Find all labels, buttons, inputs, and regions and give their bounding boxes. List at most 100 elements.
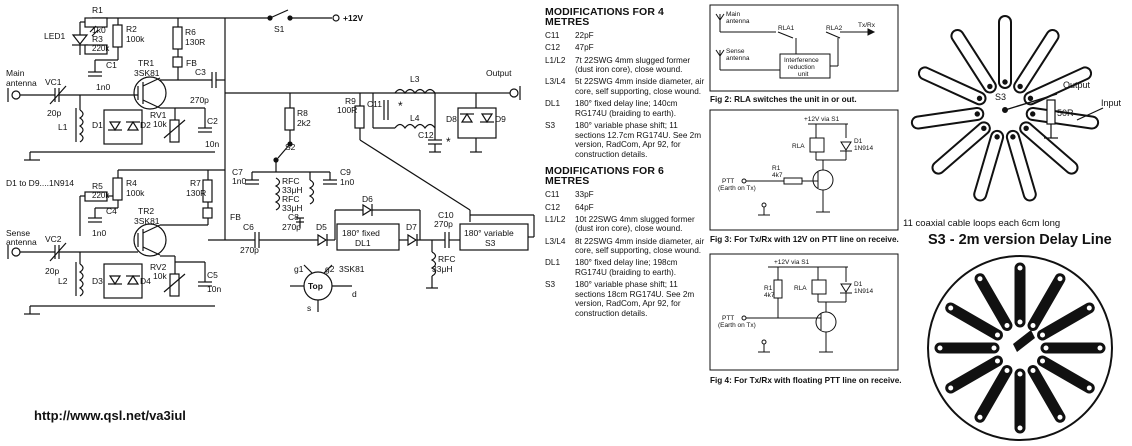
disc-hole [1004, 322, 1010, 328]
label-vc1v: 20p [47, 108, 61, 118]
label-l1: L1 [58, 122, 68, 132]
fig4-d1: D1 [854, 281, 863, 288]
label-vc2v: 20p [45, 266, 59, 276]
fig4-r1: R1 [764, 285, 773, 292]
fig4-supply: +12V via S1 [774, 259, 810, 266]
label-l3: L3 [410, 74, 420, 84]
coax-loop-tap [1010, 134, 1016, 140]
label-rv2: RV2 [150, 262, 167, 272]
label-c12: C12 [418, 130, 434, 140]
label-c6: C6 [243, 222, 254, 232]
label-l4: L4 [410, 113, 420, 123]
label-c7: C7 [232, 167, 243, 177]
label-r2v: 100k [126, 34, 145, 44]
label-s1: S1 [274, 24, 285, 34]
label-rv2v: 10k [153, 271, 167, 281]
dl1-box [336, 223, 400, 251]
disc-segment [1037, 302, 1095, 341]
coax-loop-tap [994, 134, 1000, 140]
delay-line-title: S3 - 2m version Delay Line [928, 232, 1112, 248]
label-rfc1v: 33μH [282, 185, 303, 195]
fig2-main2: antenna [726, 18, 750, 25]
disc-hole [948, 305, 954, 311]
label-d3: D3 [92, 276, 103, 286]
label-c9: C9 [340, 167, 351, 177]
disc-segment [974, 365, 1013, 423]
label-r8: R8 [297, 108, 308, 118]
label-c4v: 1n0 [92, 228, 106, 238]
label-r5: R5 [92, 181, 103, 191]
coax-loop-inner [1015, 30, 1058, 92]
fig2-box3: unit [798, 71, 809, 78]
label-pin-d: d [352, 289, 357, 299]
label-g1: g1 [294, 264, 304, 274]
label-c11: C11 [367, 99, 382, 109]
label-tr2: TR2 [138, 206, 154, 216]
label-delay-s3: S3 [995, 92, 1006, 102]
label-c3: C3 [195, 67, 206, 77]
label-delay-output: Output [1063, 80, 1091, 90]
label-tr1v: 3SK81 [134, 68, 160, 78]
label-d8: D8 [446, 114, 457, 124]
fig4-frame [709, 253, 899, 371]
fig3-ptt2: (Earth on Tx) [718, 185, 756, 192]
disc-hole [948, 385, 954, 391]
coax-loop-tap [1023, 125, 1029, 132]
coax-loop-tap [976, 95, 983, 102]
disc-hole [937, 345, 943, 351]
label-g2: g2 [325, 264, 335, 274]
label-led1: LED1 [44, 31, 66, 41]
label-d1: D1 [92, 120, 103, 130]
label-vc2: VC2 [45, 234, 62, 244]
disc-hole [1040, 358, 1046, 364]
label-tr2v: 3SK81 [134, 216, 160, 226]
fig2-sense1: Sense [726, 48, 745, 55]
label-pin-top: Top [308, 281, 323, 291]
label-r7: R7 [190, 178, 201, 188]
fig2-main1: Main [726, 11, 740, 18]
fig3-r1v: 4k7 [772, 172, 783, 179]
label-sense-ant1: Sense [6, 228, 30, 238]
disc-hole [1097, 345, 1103, 351]
disc-hole [1057, 276, 1063, 282]
coax-loop-inner [1007, 131, 1035, 200]
label-s3b: S3 [485, 238, 496, 248]
label-d5: D5 [316, 222, 327, 232]
fig4-d1v: 1N914 [854, 288, 874, 295]
label-rfc1: RFC [282, 176, 299, 186]
disc-hole [1004, 368, 1010, 374]
label-c5v: 10n [207, 284, 221, 294]
label-fb1: FB [186, 58, 197, 68]
mods-6m-title: MODIFICATIONS FOR 6 METRES [545, 165, 664, 187]
label-c3v: 270p [190, 95, 209, 105]
fig2-rla1: RLA1 [778, 25, 795, 32]
disc-segment [1027, 365, 1066, 423]
label-rfc2v: 33μH [282, 203, 303, 213]
label-sense-ant2: antenna [6, 237, 37, 247]
fig3-r1: R1 [772, 165, 781, 172]
label-c4: C4 [106, 206, 117, 216]
coax-loop-tap [1002, 79, 1008, 85]
label-d4: D4 [140, 276, 151, 286]
label-fb2: FB [230, 212, 241, 222]
disc-hole [1086, 305, 1092, 311]
coax-loop-inner [912, 108, 983, 128]
tr2-symbol [133, 223, 167, 257]
tr1-symbol [133, 76, 167, 110]
disc-segment [1027, 273, 1066, 331]
coax-loop-inner [952, 30, 995, 92]
label-r8v: 2k2 [297, 118, 311, 128]
label-r6: R6 [185, 27, 196, 37]
fig4-r1v: 4k7 [764, 292, 775, 299]
delay-loops-caption: 11 coaxial cable loops each 6cm long [903, 218, 1061, 229]
label-r5v: 220k [92, 191, 110, 200]
